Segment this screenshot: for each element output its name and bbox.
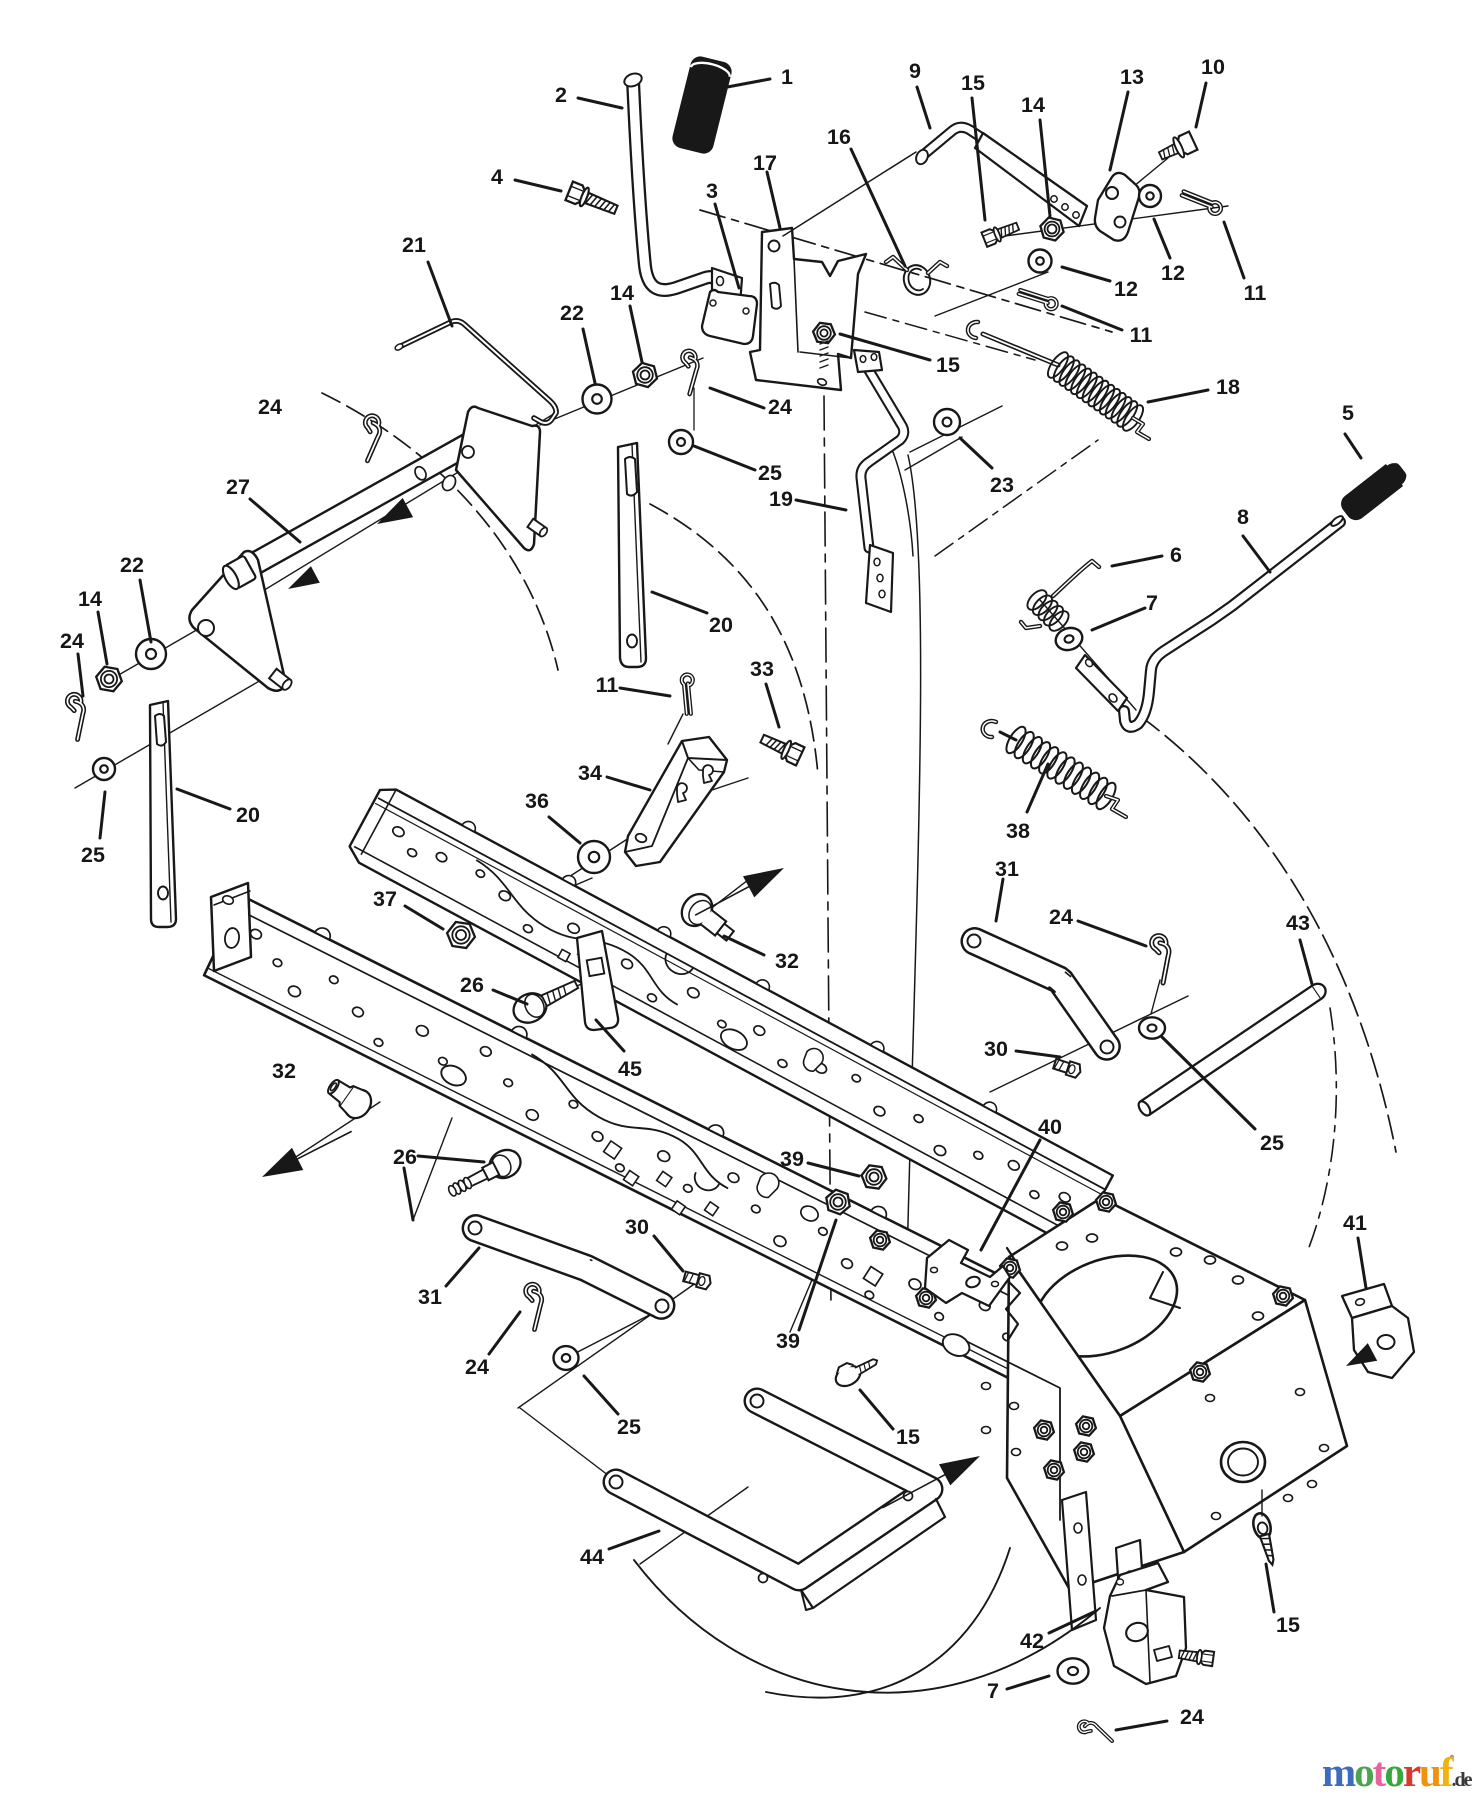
- svg-text:19: 19: [769, 487, 793, 511]
- svg-text:10: 10: [1201, 55, 1225, 79]
- svg-text:12: 12: [1161, 261, 1185, 285]
- svg-text:8: 8: [1237, 505, 1249, 529]
- svg-text:24: 24: [1180, 1705, 1204, 1729]
- svg-text:40: 40: [1038, 1115, 1062, 1139]
- svg-text:25: 25: [81, 843, 105, 867]
- svg-text:22: 22: [560, 301, 584, 325]
- svg-text:31: 31: [418, 1285, 442, 1309]
- svg-text:43: 43: [1286, 911, 1310, 935]
- svg-text:14: 14: [610, 281, 634, 305]
- svg-text:44: 44: [580, 1545, 604, 1569]
- svg-text:39: 39: [780, 1147, 804, 1171]
- svg-text:11: 11: [1130, 323, 1153, 347]
- svg-text:4: 4: [491, 165, 503, 189]
- svg-text:38: 38: [1006, 819, 1030, 843]
- svg-text:1: 1: [781, 65, 793, 89]
- svg-text:11: 11: [1244, 281, 1267, 305]
- svg-text:21: 21: [402, 233, 426, 257]
- svg-text:25: 25: [1260, 1131, 1284, 1155]
- svg-text:7: 7: [1146, 591, 1158, 615]
- svg-text:2: 2: [555, 83, 567, 107]
- svg-text:16: 16: [827, 125, 851, 149]
- svg-text:26: 26: [460, 973, 484, 997]
- svg-text:6: 6: [1170, 543, 1182, 567]
- svg-text:41: 41: [1343, 1211, 1367, 1235]
- svg-text:25: 25: [758, 461, 782, 485]
- svg-text:45: 45: [618, 1057, 642, 1081]
- svg-text:27: 27: [226, 475, 250, 499]
- svg-text:15: 15: [1276, 1613, 1300, 1637]
- svg-text:24: 24: [258, 395, 282, 419]
- svg-text:24: 24: [768, 395, 792, 419]
- svg-text:18: 18: [1216, 375, 1240, 399]
- svg-text:24: 24: [1049, 905, 1073, 929]
- svg-text:5: 5: [1342, 401, 1354, 425]
- svg-text:22: 22: [120, 553, 144, 577]
- svg-text:13: 13: [1120, 65, 1144, 89]
- svg-text:11: 11: [596, 673, 619, 697]
- svg-text:23: 23: [990, 473, 1014, 497]
- svg-text:15: 15: [936, 353, 960, 377]
- svg-text:motoruf.de: motoruf.de: [1322, 1749, 1473, 1795]
- svg-text:30: 30: [984, 1037, 1008, 1061]
- svg-text:9: 9: [909, 59, 921, 83]
- svg-text:25: 25: [617, 1415, 641, 1439]
- svg-text:36: 36: [525, 789, 549, 813]
- svg-text:20: 20: [236, 803, 260, 827]
- svg-text:32: 32: [775, 949, 799, 973]
- svg-text:31: 31: [995, 857, 1019, 881]
- svg-text:20: 20: [709, 613, 733, 637]
- svg-text:34: 34: [578, 761, 602, 785]
- svg-text:15: 15: [961, 71, 985, 95]
- svg-text:17: 17: [753, 151, 777, 175]
- svg-text:14: 14: [1021, 93, 1045, 117]
- svg-text:24: 24: [465, 1355, 489, 1379]
- svg-text:30: 30: [625, 1215, 649, 1239]
- svg-text:12: 12: [1114, 277, 1138, 301]
- svg-text:32: 32: [272, 1059, 296, 1083]
- svg-text:26: 26: [393, 1145, 417, 1169]
- svg-text:37: 37: [373, 887, 397, 911]
- svg-text:7: 7: [987, 1679, 999, 1703]
- svg-text:33: 33: [750, 657, 774, 681]
- svg-text:24: 24: [60, 629, 84, 653]
- svg-text:15: 15: [896, 1425, 920, 1449]
- svg-text:42: 42: [1020, 1629, 1044, 1653]
- svg-text:14: 14: [78, 587, 102, 611]
- svg-text:39: 39: [776, 1329, 800, 1353]
- svg-text:3: 3: [706, 179, 718, 203]
